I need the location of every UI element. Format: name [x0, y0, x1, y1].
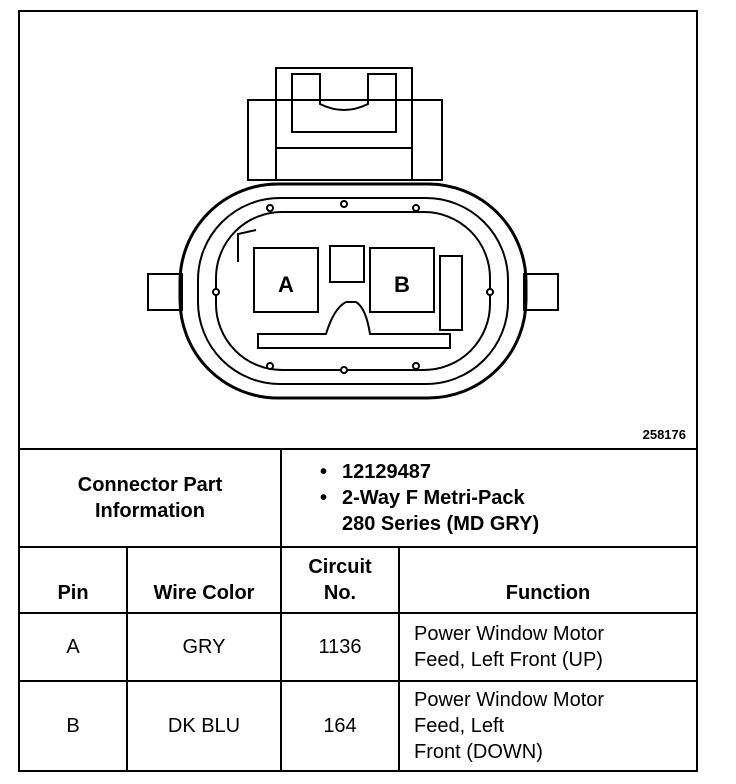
right-ear: [523, 273, 559, 311]
latch-tab: [291, 73, 397, 133]
divider: [280, 448, 282, 770]
row-a-wire-color: GRY: [182, 635, 226, 658]
row-b-function: Power Window Motor Feed, Left Front (DOW…: [414, 682, 696, 770]
connector-outer-shell: [178, 182, 528, 400]
header-circuit-no: Circuit No.: [282, 548, 398, 612]
part-number-item: •12129487: [320, 461, 431, 483]
function-line: Power Window Motor: [414, 623, 605, 645]
header-wire-color: Wire Color: [153, 581, 255, 604]
connector-series: 280 Series (MD GRY): [342, 513, 540, 535]
connector-info-label: Connector Part Information: [20, 450, 280, 546]
connector-type-item: •2-Way F Metri-Pack: [320, 487, 525, 509]
row-b-wire-color: DK BLU: [167, 714, 241, 737]
part-number: 12129487: [342, 461, 431, 483]
row-a-pin: A: [66, 635, 80, 658]
divider: [20, 612, 696, 614]
divider: [126, 546, 128, 770]
connector-series-item: 280 Series (MD GRY): [320, 511, 539, 537]
function-line: Feed, Left: [414, 715, 505, 737]
function-line: Front (DOWN): [414, 741, 543, 763]
connector-sheet: A B 258176 Connector Part Information •1…: [18, 10, 698, 772]
terminal-cavity-b: [369, 247, 435, 313]
drawing-number: 258176: [642, 427, 686, 442]
divider: [20, 680, 696, 682]
function-line: Feed, Left Front (UP): [414, 649, 603, 671]
row-b-pin: B: [66, 714, 80, 737]
terminal-label-b: B: [394, 272, 410, 297]
header-circuit-line: No.: [323, 582, 357, 604]
connector-info-label-line: Connector Part: [77, 474, 223, 496]
connector-type: 2-Way F Metri-Pack: [342, 487, 525, 509]
left-ear: [147, 273, 183, 311]
connector-shroud: [197, 197, 509, 385]
connector-info-label-line: Information: [95, 500, 205, 522]
connector-drawing: A B: [147, 67, 559, 400]
terminal-label-a: A: [278, 272, 294, 297]
connector-diagram: A B 258176: [20, 12, 696, 448]
connector-info-details: •12129487 •2-Way F Metri-Pack 280 Series…: [320, 450, 696, 546]
header-function: Function: [505, 581, 591, 604]
latch-frame: [275, 67, 413, 181]
row-a-circuit: 1136: [318, 635, 362, 658]
header-circuit-line: Circuit: [308, 556, 372, 578]
center-key: [329, 245, 365, 283]
divider: [20, 448, 696, 450]
bottom-keyway: [257, 301, 451, 349]
row-b-circuit: 164: [323, 714, 357, 737]
function-line: Power Window Motor: [414, 689, 605, 711]
divider: [398, 546, 400, 770]
header-pin: Pin: [57, 581, 89, 604]
side-rib: [439, 255, 463, 331]
terminal-cavity-a: [253, 247, 319, 313]
divider: [20, 546, 696, 548]
row-a-function: Power Window Motor Feed, Left Front (UP): [414, 614, 696, 680]
